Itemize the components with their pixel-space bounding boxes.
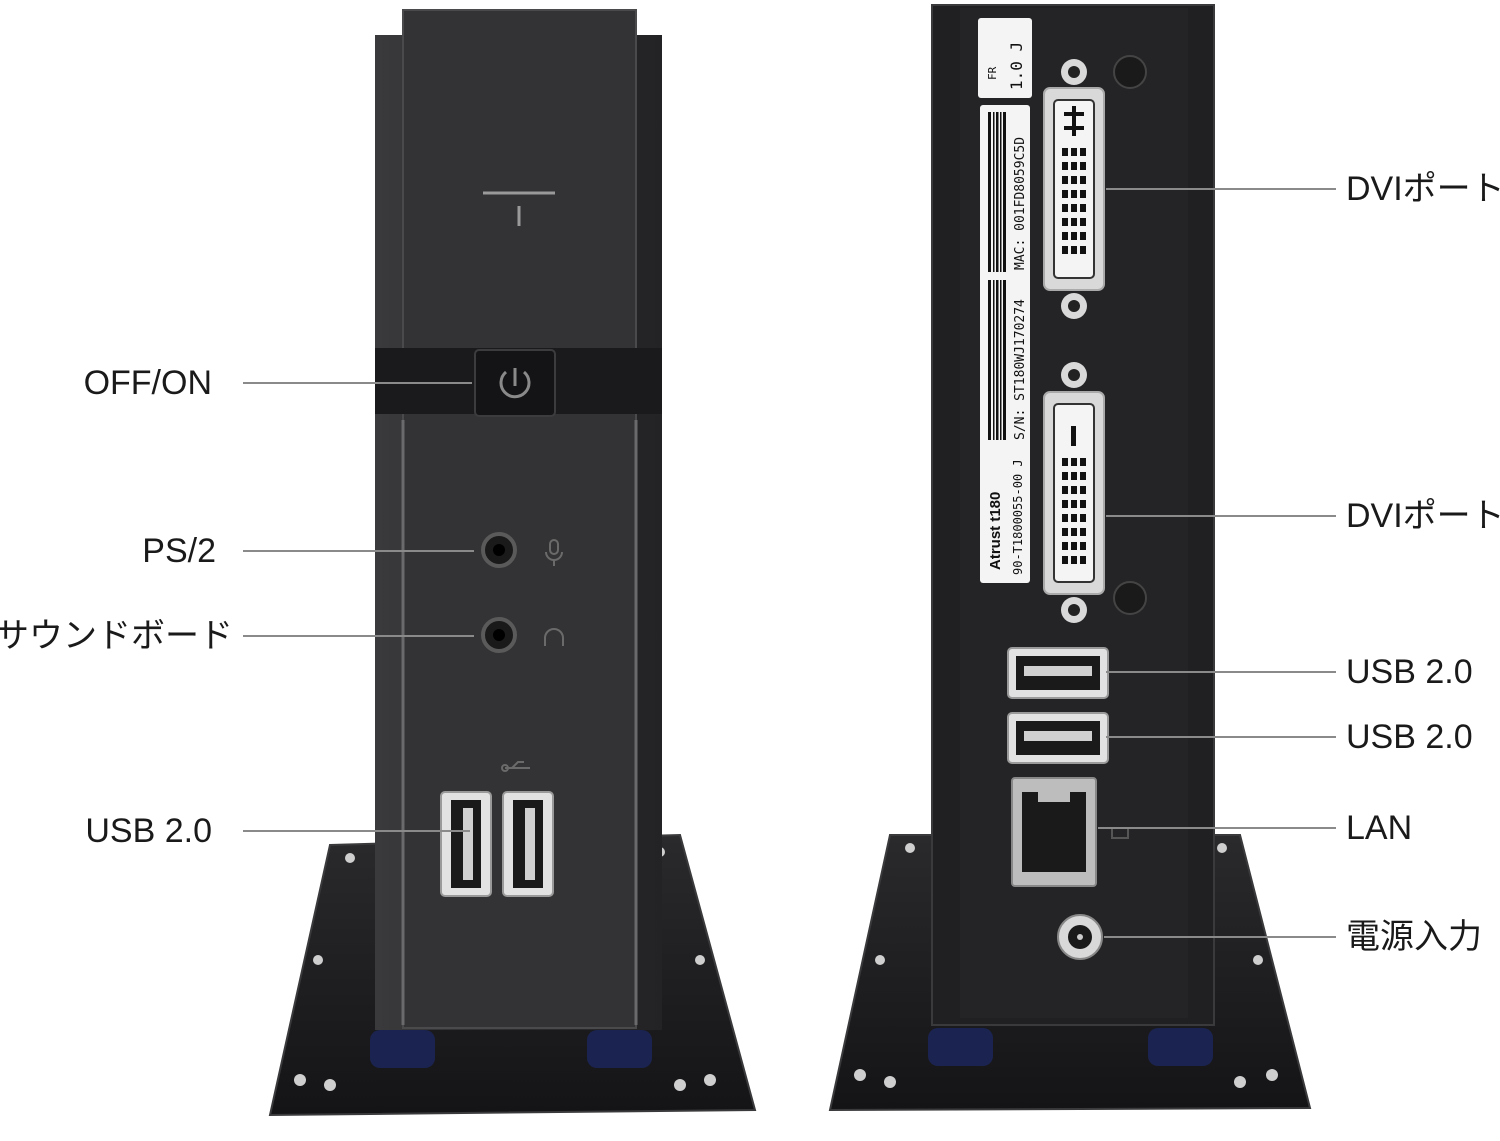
right-device: MAC: 001FD8059C5D S/N: ST180WJ170274 Atr… xyxy=(828,4,1312,1112)
headphone-icon xyxy=(544,628,564,646)
right-foot-left xyxy=(928,1028,993,1066)
revision-sticker: FR 1.0 J xyxy=(978,18,1032,98)
revision-bottom: 1.0 J xyxy=(1007,42,1026,90)
label-lan: LAN xyxy=(1346,809,1413,847)
sticker-mac: MAC: 001FD8059C5D xyxy=(1013,137,1028,270)
left-foot-right xyxy=(587,1030,652,1068)
power-input-jack[interactable] xyxy=(1057,914,1103,960)
label-usb-rear-2: USB 2.0 xyxy=(1346,718,1473,756)
lan-port[interactable] xyxy=(1011,777,1097,887)
sticker-part-number: 90-T1800055-00 J xyxy=(1011,459,1025,575)
label-usb-rear-1: USB 2.0 xyxy=(1346,653,1473,691)
label-power-input: 電源入力 xyxy=(1346,918,1482,956)
rear-usb-port-1[interactable] xyxy=(1007,647,1109,699)
rear-usb-port-2[interactable] xyxy=(1007,712,1109,764)
label-dvi-2: DVIポート xyxy=(1346,497,1500,535)
revision-top: FR xyxy=(986,66,999,80)
left-foot-left xyxy=(370,1030,435,1068)
power-icon xyxy=(499,368,531,399)
dvi-port-1[interactable] xyxy=(1043,59,1105,319)
front-usb-ports xyxy=(440,791,554,897)
sticker-model: Atrust t180 xyxy=(987,492,1004,570)
left-device xyxy=(268,9,757,1117)
leader-lines xyxy=(243,188,1336,938)
front-logo xyxy=(483,191,555,226)
sticker-serial: S/N: ST180WJ170274 xyxy=(1013,299,1028,440)
usb-icon xyxy=(501,761,530,772)
dvi-1-pins xyxy=(1062,148,1086,254)
dvi-2-pins xyxy=(1062,458,1086,564)
label-ps2: PS/2 xyxy=(142,532,216,570)
front-logo-glyph: T xyxy=(509,196,510,197)
label-dvi-1: DVIポート xyxy=(1346,170,1500,208)
label-power: OFF/ON xyxy=(83,364,212,402)
label-usb-front: USB 2.0 xyxy=(85,812,212,850)
label-sound: サウンドボード xyxy=(0,617,233,655)
product-sticker: MAC: 001FD8059C5D S/N: ST180WJ170274 Atr… xyxy=(980,105,1030,583)
right-foot-right xyxy=(1148,1028,1213,1066)
microphone-icon xyxy=(545,539,563,566)
